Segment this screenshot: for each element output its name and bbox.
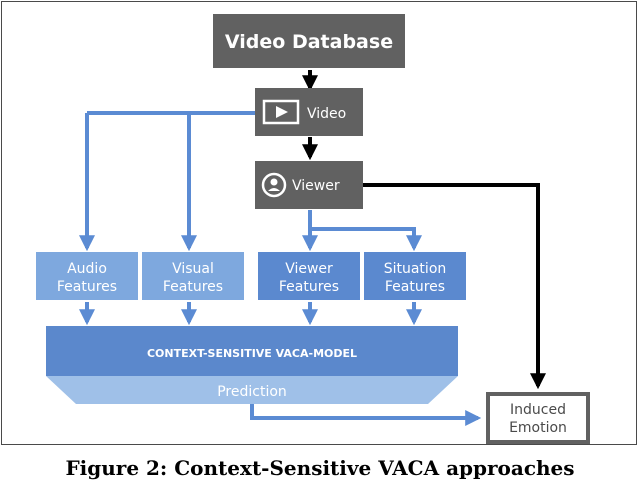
black-arrows — [302, 70, 546, 390]
vaca-model-node: CONTEXT-SENSITIVE VACA-MODEL — [46, 326, 458, 376]
svg-text:Features: Features — [163, 279, 223, 295]
arrow-viewer-to-emotion — [363, 183, 546, 390]
svg-text:Induced: Induced — [510, 402, 566, 418]
diagram-frame — [1, 1, 637, 445]
video-database-label: Video Database — [225, 31, 393, 53]
video-label: Video — [307, 106, 346, 122]
play-icon — [262, 99, 300, 125]
svg-text:Features: Features — [385, 279, 445, 295]
person-icon — [261, 172, 287, 198]
svg-text:Features: Features — [279, 279, 339, 295]
blue-arrows — [79, 111, 482, 426]
svg-text:Features: Features — [57, 279, 117, 295]
viewer-label: Viewer — [292, 178, 340, 194]
situation-features-node: Situation Features — [364, 252, 466, 300]
prediction-label: Prediction — [217, 384, 287, 400]
visual-features-node: Visual Features — [142, 252, 244, 300]
audio-features-node: Audio Features — [36, 252, 138, 300]
induced-emotion-node: Induced Emotion — [486, 392, 590, 444]
svg-text:Emotion: Emotion — [509, 420, 567, 436]
vaca-diagram: Video Database Video Viewer Audio Featur… — [36, 14, 590, 444]
svg-text:Viewer: Viewer — [285, 261, 333, 277]
svg-text:Audio: Audio — [67, 261, 107, 277]
viewer-features-node: Viewer Features — [258, 252, 360, 300]
model-label: CONTEXT-SENSITIVE VACA-MODEL — [147, 347, 357, 360]
video-node: Video — [255, 88, 363, 136]
viewer-node: Viewer — [255, 161, 363, 209]
arrow-prediction-to-emotion — [250, 403, 482, 426]
svg-text:Situation: Situation — [384, 261, 447, 277]
video-database-node: Video Database — [213, 14, 405, 68]
figure-caption: Figure 2: Context-Sensitive VACA approac… — [65, 456, 575, 480]
arrow-to-situation — [310, 227, 422, 252]
prediction-node: Prediction — [46, 376, 458, 404]
svg-text:Visual: Visual — [172, 261, 214, 277]
